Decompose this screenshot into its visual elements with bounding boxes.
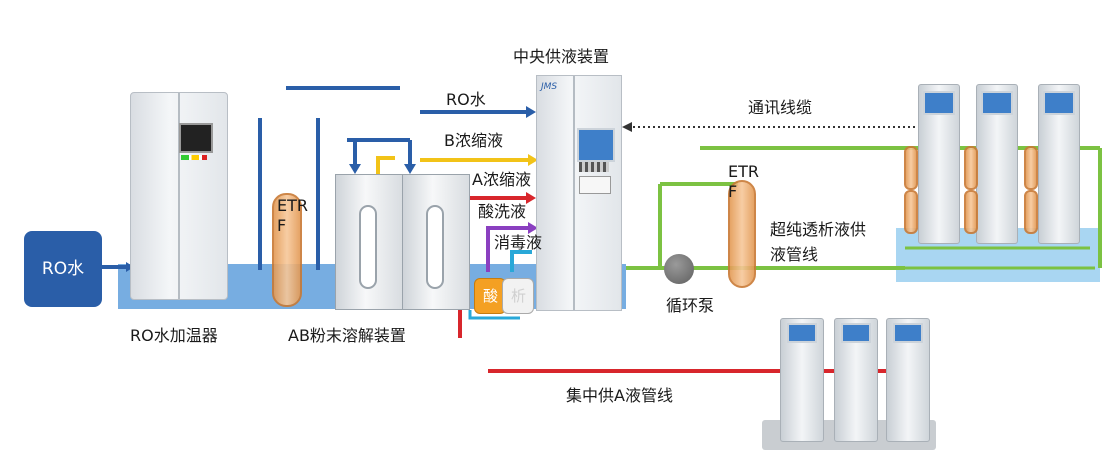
ro-heater-unit: [130, 92, 228, 300]
ab-dissolver-tank-1: [335, 174, 403, 310]
ultrapure-line-label: 超纯透析液供 液管线: [770, 220, 867, 264]
a-arrow: [526, 192, 536, 204]
acid-tank: 酸: [474, 278, 506, 314]
disinfect-tank: 析: [502, 278, 534, 314]
ro-heater-door-split: [178, 93, 180, 299]
disinfect-label: 消毒液: [494, 233, 543, 252]
comm-cable-label: 通讯线缆: [748, 98, 813, 117]
disinfect-tank-label: 析: [511, 287, 527, 305]
dialysis-machine-bottom-2: [834, 318, 878, 442]
disinfect-line: [510, 250, 532, 272]
dialysis-machine-top-2: [976, 84, 1018, 244]
ro-branch-arrow-1: [349, 164, 361, 174]
central-screen: [577, 128, 615, 162]
dialysis-screen-top-1: [923, 91, 955, 115]
dialysis-machine-bottom-3: [886, 318, 930, 442]
central-supply-label: 中央供液装置: [513, 47, 610, 66]
central-keypad: [579, 162, 609, 172]
machine-filter-2b: [964, 190, 978, 234]
machine-filter-3a: [1024, 146, 1038, 190]
acid-wash-line: [486, 226, 532, 272]
ab-dissolver-label: AB粉末溶解装置: [288, 326, 406, 345]
ro-water-source-label: RO水: [41, 259, 85, 279]
ro-heater-indicators: [181, 155, 207, 160]
ro-line-label: RO水: [446, 90, 486, 109]
dialysis-screen-top-3: [1043, 91, 1075, 115]
central-panel-split: [573, 76, 575, 310]
tank-1-window: [359, 205, 377, 289]
acid-tank-label: 酸: [483, 287, 499, 305]
etrf-filter-left: [272, 193, 302, 307]
machine-filter-2a: [964, 146, 978, 190]
b-line: [376, 156, 395, 178]
circulation-pump: [664, 254, 694, 284]
ro-branch-arrow-2: [404, 164, 416, 174]
central-a-line-label: 集中供A液管线: [566, 386, 673, 405]
etrf-right-label: ETR F: [728, 162, 759, 201]
central-supply-unit: JMS: [536, 75, 622, 311]
dialysis-screen-bottom-2: [841, 323, 871, 343]
ro-heater-display: [179, 123, 213, 153]
a-line-label: A浓缩液: [472, 170, 531, 189]
ab-dissolver-tank-2: [402, 174, 470, 310]
dialysis-machine-bottom-1: [780, 318, 824, 442]
dialysis-machine-top-1: [918, 84, 960, 244]
tank-2-window: [426, 205, 444, 289]
etrf-left-label: ETR F: [277, 196, 308, 235]
dialysis-screen-bottom-3: [893, 323, 923, 343]
etrf-filter-right: [728, 180, 756, 288]
ro-water-source-box: RO水: [24, 231, 102, 307]
dialysis-screen-top-2: [981, 91, 1013, 115]
central-brand-label: JMS: [541, 82, 558, 92]
acid-wash-arrow: [528, 222, 538, 234]
ro-heater-label: RO水加温器: [130, 326, 218, 345]
b-line-label: B浓缩液: [444, 131, 503, 150]
cyan-bottom: [468, 310, 520, 320]
machine-filter-3b: [1024, 190, 1038, 234]
ro-water-arrow: [526, 106, 536, 118]
acid-wash-label: 酸洗液: [478, 202, 527, 221]
dialysis-machine-top-3: [1038, 84, 1080, 244]
b-arrow: [528, 154, 538, 166]
circ-pump-label: 循环泵: [666, 296, 715, 315]
machine-filter-1b: [904, 190, 918, 234]
machine-filter-1a: [904, 146, 918, 190]
central-lower-panel: [579, 176, 611, 194]
comm-cable-arrow: [622, 122, 632, 132]
dialysis-screen-bottom-1: [787, 323, 817, 343]
